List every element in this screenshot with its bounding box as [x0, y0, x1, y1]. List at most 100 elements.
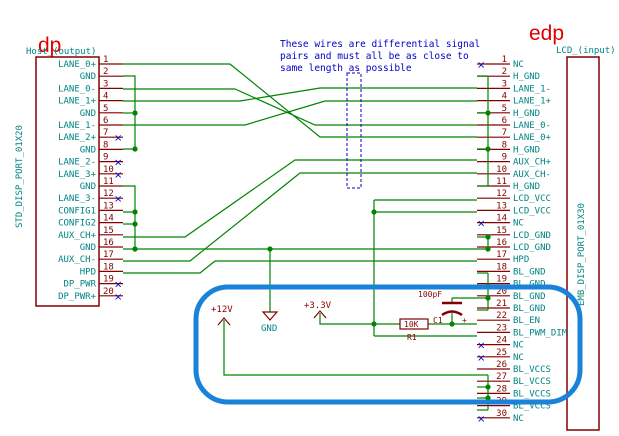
- right-pin-number: 9: [502, 153, 507, 163]
- left-pin-label: CONFIG2: [58, 219, 96, 229]
- left-pin-number: 16: [103, 238, 114, 248]
- gnd-label: GND: [261, 324, 277, 334]
- resistor-r1: 10K R1: [399, 318, 429, 342]
- right-pin-label: NC: [513, 353, 524, 363]
- left-pin-number: 3: [103, 79, 108, 89]
- gnd-symbol: GND: [261, 311, 279, 334]
- capacitor-plus: +: [462, 316, 467, 325]
- title-edp: edp: [529, 22, 564, 45]
- right-pin-number: 5: [502, 104, 507, 114]
- left-pin-number: 13: [103, 201, 114, 211]
- wire-host-gnd-bus-b: [123, 185, 136, 250]
- right-pin-number: 14: [496, 214, 507, 224]
- left-pin-label: LANE_3-: [58, 194, 96, 204]
- left-pin-label: LANE_0-: [58, 84, 96, 94]
- right-pin-number: 6: [502, 116, 507, 126]
- left-pin-number: 17: [103, 250, 114, 260]
- no-connect-icon: ×: [477, 341, 485, 352]
- backlight-highlight-outline: [193, 284, 583, 405]
- no-connect-icon: ×: [114, 194, 122, 205]
- right-pin-label: AUX_CH+: [513, 158, 552, 168]
- capacitor-ref: C1: [433, 316, 443, 325]
- no-connect-icon: ×: [114, 292, 122, 303]
- left-pin-label: DP_PWR+: [58, 292, 97, 302]
- wire-12v: [223, 320, 477, 376]
- right-pin-number: 1: [502, 55, 507, 65]
- left-pin-label: LANE_1+: [58, 97, 97, 107]
- left-pin-label: LANE_3+: [58, 170, 97, 180]
- right-pin-number: 13: [496, 201, 507, 211]
- left-pin-number: 1: [103, 55, 108, 65]
- left-pin-number: 2: [103, 67, 108, 77]
- right-pin-number: 23: [496, 323, 507, 333]
- right-pin-label: LCD_GND: [513, 231, 551, 241]
- right-pin-number: 21: [496, 299, 507, 309]
- no-connect-icon: ×: [114, 133, 122, 144]
- left-pin-number: 8: [103, 140, 108, 150]
- left-pin-label: GND: [80, 72, 96, 82]
- junctions: [132, 110, 491, 401]
- differential-note: These wires are differential signal pair…: [280, 39, 480, 189]
- left-pin-label: LANE_1-: [58, 121, 96, 131]
- left-pin-number: 19: [103, 275, 114, 285]
- left-pin-number: 14: [103, 214, 114, 224]
- right-pin-label: AUX_CH-: [513, 170, 551, 180]
- left-pin-number: 10: [103, 165, 114, 175]
- right-pin-number: 19: [496, 275, 507, 285]
- right-pin-number: 20: [496, 287, 507, 297]
- wire-33v: [319, 313, 374, 325]
- right-pin-number: 22: [496, 311, 507, 321]
- right-pin-label: LANE_0-: [513, 121, 551, 131]
- right-pin-label: BL_VCCS: [513, 389, 551, 399]
- right-pin-label: LCD_VCC: [513, 206, 551, 216]
- right-pin-number: 2: [502, 67, 507, 77]
- wire-lane0p: [123, 63, 477, 138]
- right-pin-number: 28: [496, 384, 507, 394]
- no-connect-icon: ×: [477, 414, 485, 425]
- no-connect-icon: ×: [114, 170, 122, 181]
- right-connector-body: [566, 56, 600, 431]
- left-connector-pins: 1LANE_0+2GND3LANE_0-4LANE_1+5GND6LANE_1-…: [58, 55, 123, 303]
- note-dashed-box: [346, 72, 362, 189]
- wire-auxp: [123, 159, 477, 238]
- left-pin-number: 5: [103, 104, 108, 114]
- right-pin-number: 15: [496, 226, 507, 236]
- left-pin-number: 20: [103, 287, 114, 297]
- no-connect-icon: ×: [114, 158, 122, 169]
- resistor-ref: R1: [407, 333, 417, 342]
- left-pin-number: 9: [103, 153, 108, 163]
- wire-auxn: [123, 172, 477, 262]
- note-line-1: These wires are differential signal: [280, 39, 480, 50]
- right-pin-label: H_GND: [513, 182, 540, 192]
- right-pin-label: NC: [513, 219, 524, 229]
- right-pin-label: BL_GND: [513, 267, 546, 277]
- right-pin-label: LCD_VCC: [513, 194, 551, 204]
- left-pin-number: 11: [103, 177, 114, 187]
- wire-hpd: [123, 260, 477, 274]
- right-pin-number: 7: [502, 128, 507, 138]
- right-pin-number: 30: [496, 409, 507, 419]
- left-pin-number: 12: [103, 189, 114, 199]
- right-pin-label: BL_VCCS: [513, 402, 551, 412]
- left-pin-label: LANE_2-: [58, 158, 96, 168]
- right-pin-number: 25: [496, 348, 507, 358]
- right-pin-label: HPD: [513, 255, 529, 265]
- right-pin-label: BL_VCCS: [513, 365, 551, 375]
- right-pin-label: LCD_GND: [513, 243, 551, 253]
- right-pin-label: NC: [513, 341, 524, 351]
- no-connect-icon: ×: [477, 353, 485, 364]
- left-pin-label: HPD: [80, 267, 96, 277]
- right-pin-number: 26: [496, 360, 507, 370]
- left-pin-number: 6: [103, 116, 108, 126]
- left-pin-label: LANE_0+: [58, 60, 97, 70]
- right-pin-number: 4: [502, 92, 507, 102]
- left-pin-label: GND: [80, 243, 96, 253]
- left-pin-label: AUX_CH-: [58, 255, 96, 265]
- no-connect-icon: ×: [114, 280, 122, 291]
- wire-lane1p: [123, 87, 477, 102]
- left-connector-part: STD_DISP_PORT_01X20: [15, 125, 25, 228]
- right-pin-label: BL_GND: [513, 292, 546, 302]
- capacitor-c1: 100pF C1 +: [418, 290, 467, 325]
